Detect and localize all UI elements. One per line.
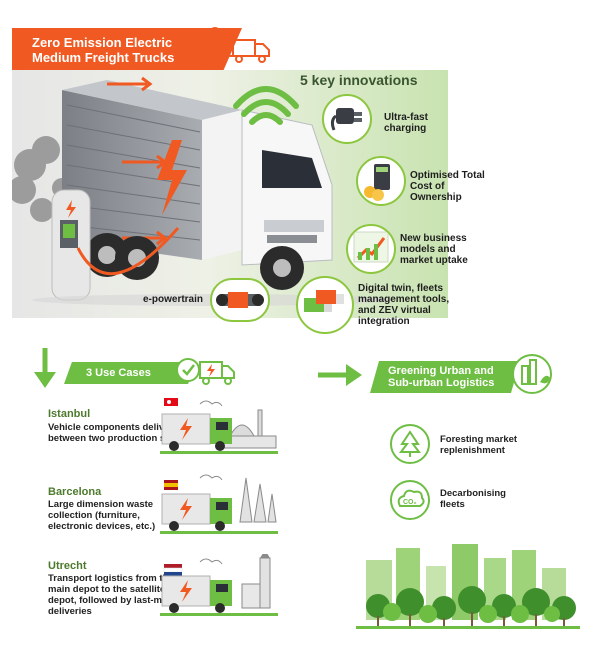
use-case-city-barcelona: Barcelona [48,486,102,498]
charging-station [51,189,180,301]
co2-text: CO₂ [403,499,417,506]
innovation-digital-twin: Digital twin, fleets management tools, a… [358,283,450,327]
use-case-desc-barcelona: Large dimension waste collection (furnit… [48,499,156,532]
greening-title-line-1: Greening Urban and [388,365,494,377]
innovation-new-business-models: New business models and market uptake [400,233,468,266]
use-case-desc-utrecht: Transport logistics from the main depot … [48,573,174,617]
right-arrow-icon [318,364,362,386]
barcelona-scene [160,474,278,534]
flow-arrows [107,76,168,246]
forest-arrows-icon [390,424,430,464]
plug-truck-icon [208,27,270,63]
hero-illustration [12,70,448,318]
innovation-e-powertrain: e-powertrain [143,294,204,305]
check-truck-icon [176,358,235,385]
title-line-1: Zero Emission Electric [32,35,173,50]
use-case-city-istanbul: Istanbul [48,408,91,420]
netherlands-flag-icon [164,564,182,568]
use-cases-title: 3 Use Cases [86,367,151,379]
bolt-icon [157,140,187,215]
greening-title-line-2: Sub-urban Logistics [388,377,495,389]
innovations-title: 5 key innovations [300,72,418,88]
down-arrow-icon [34,348,56,388]
calculator-coins-icon [356,156,406,206]
growth-chart-icon [346,224,396,274]
utrecht-scene [160,554,278,616]
digital-trucks-icon [296,276,354,334]
use-case-desc-istanbul: Vehicle components delivery between two … [48,422,182,444]
innovation-ultra-fast-charging: Ultra-fast charging [384,112,428,134]
title-banner: Zero Emission Electric Medium Freight Tr… [12,28,242,70]
greening-foresting-label: Foresting market replenishment [440,434,518,456]
powertrain-chassis-icon [210,278,270,322]
green-city-illustration [356,544,580,629]
use-cases-banner: 3 Use Cases [64,362,196,384]
istanbul-scene [160,398,278,454]
wireless-signal-icon [233,86,299,125]
spain-flag-icon [164,480,178,483]
greening-banner: Greening Urban and Sub-urban Logistics [370,361,520,393]
truck-wheels [85,233,304,290]
use-case-city-utrecht: Utrecht [48,560,87,572]
city-leaf-icon [512,354,552,394]
greening-decarbonising-label: Decarbonising fleets [440,488,506,510]
co2-cloud-icon: CO₂ [390,480,430,520]
charger-plug-icon [322,94,372,144]
title-line-2: Medium Freight Trucks [32,50,175,65]
innovation-total-cost-of-ownership: Optimised Total Cost of Ownership [410,170,485,203]
